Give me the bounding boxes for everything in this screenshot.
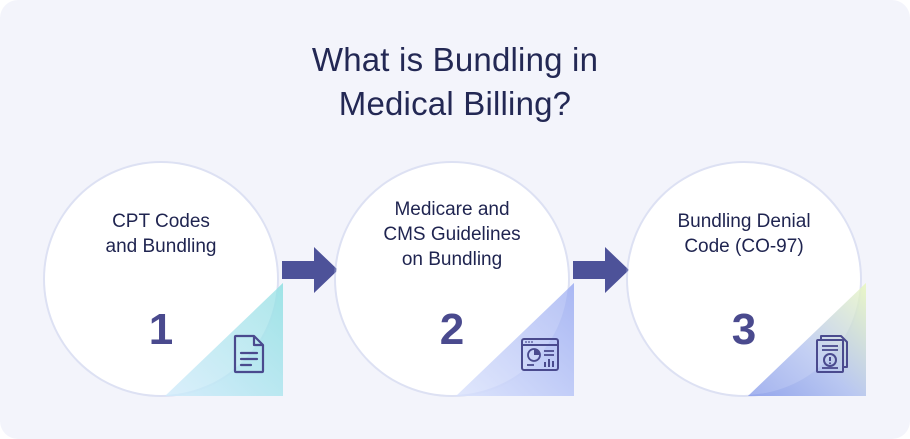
- denial-document-icon: [816, 335, 848, 373]
- step-3-label-line-1: Bundling Denial: [677, 211, 811, 232]
- title-line-1: What is Bundling in: [311, 41, 599, 78]
- step-2-label-line-1: Medicare and: [394, 198, 510, 220]
- step-1: CPT Codes and Bundling 1: [45, 163, 291, 409]
- step-3-label: Bundling Denial Code (CO-97): [644, 163, 844, 395]
- step-2-label-line-3: on Bundling: [401, 248, 503, 270]
- arrow-right-icon: [282, 247, 338, 293]
- step-2: Medicare and CMS Guidelines on Bundling …: [336, 163, 582, 409]
- step-2-label-line-2: CMS Guidelines: [383, 223, 521, 245]
- document-icon: [233, 334, 265, 374]
- step-3-label-line-2: Code (CO-97): [684, 236, 804, 257]
- step-1-label: CPT Codes and Bundling: [61, 163, 261, 395]
- step-3: Bundling Denial Code (CO-97) 3: [628, 163, 874, 409]
- title-line-2: Medical Billing?: [338, 85, 572, 122]
- step-1-label-line-2: and Bundling: [105, 236, 217, 257]
- step-3-number: 3: [731, 305, 757, 354]
- step-2-number: 2: [439, 305, 465, 354]
- chart-report-icon: [521, 338, 559, 371]
- page-title: What is Bundling in Medical Billing?: [0, 38, 910, 126]
- step-2-label: Medicare and CMS Guidelines on Bundling: [352, 163, 552, 395]
- step-1-label-line-1: CPT Codes: [112, 211, 210, 232]
- step-1-number: 1: [148, 305, 174, 354]
- arrow-right-icon: [573, 247, 629, 293]
